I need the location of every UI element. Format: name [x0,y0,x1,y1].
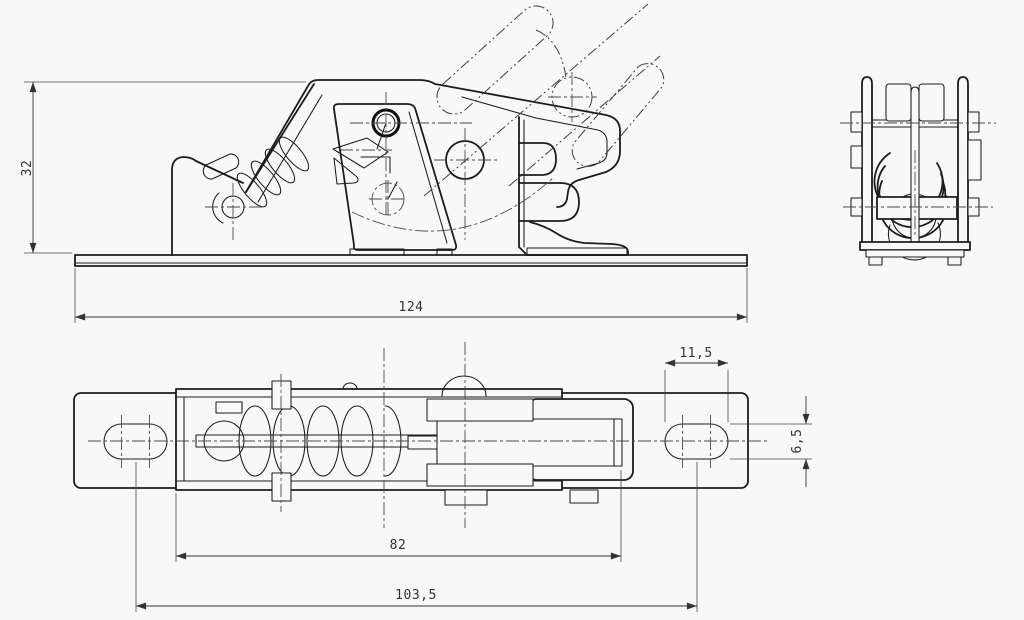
bracket-centerlines [340,92,472,215]
coil-turn [250,160,282,196]
pawl-wedge-lower [333,157,359,185]
spring-hook-end [202,153,240,180]
phantom-handle-grip [436,5,554,115]
spring-arm-edge [245,83,315,193]
post-boss-bump [342,382,358,390]
dimension-label-124: 124 [399,300,424,315]
side-view [74,3,748,267]
catch-body [518,116,629,256]
left-rail [861,76,873,248]
slot-arc-center-marks [121,415,711,468]
right-rail [957,76,969,248]
dimension-103-5: 103,5 [135,462,698,612]
mounting-slot-left [103,423,168,460]
end-view-centerlines [840,122,996,238]
pivot-radial-line [376,122,387,150]
coil-turn [236,172,268,208]
phantom-handle-finger [571,63,665,167]
side-tab [967,139,982,181]
handle-outline [245,79,621,208]
bracket-step [360,156,391,174]
extension-lines-82 [175,470,622,562]
pawl-wedge [332,137,389,169]
extension-lines-103-5 [135,462,698,612]
catch-upper-lobe [518,142,557,176]
phantom-open-position [351,3,665,232]
rivet-boss-bump [441,375,487,397]
lever-body-plan [436,418,623,467]
phantom-edge-line [508,55,661,187]
side-tab [850,111,863,133]
bracket-outline [332,103,458,251]
extension-lines-11-5 [664,370,729,422]
coil-inner-arc [887,222,941,261]
mounting-slot-right [664,423,729,460]
dimension-label-103-5: 103,5 [395,588,437,603]
pivot-boss-bottom [426,463,534,487]
bracket-inner-edge [408,111,448,244]
dimension-label-11-5: 11,5 [679,346,712,361]
coil-turn [264,148,296,184]
cross-pin-bottom [271,472,292,502]
phantom-arc [535,29,567,78]
rod-step [407,435,439,450]
dimensions: 32 124 11,5 6,5 82 103,5 [20,81,812,612]
bottom-tab [444,489,488,506]
phantom-edge-line [423,3,649,197]
side-tab [967,111,980,133]
dimension-82: 82 [175,470,622,562]
rivet-centerlines [434,128,498,240]
spring-assembly-side [171,136,310,256]
plan-centerlines [88,342,768,528]
centerlines-side [340,92,498,240]
cam-centerlines [369,180,407,218]
cross-pin-top [271,380,292,410]
extension-lines-6-5 [730,423,812,460]
latch-handle-closed [245,79,621,208]
catch-lower-lobe [518,182,580,222]
dimension-label-82: 82 [390,538,407,553]
end-base-upper [859,241,971,251]
top-block-right [918,83,945,122]
top-block-left [885,83,912,122]
end-base-lower [865,249,965,258]
dimension-6-5: 6,5 [730,396,812,487]
anchor-bracket-plan [215,401,243,414]
side-tab [850,145,863,169]
catch-keeper [518,116,629,256]
base-foot-pads [349,247,628,256]
spring-post [171,156,244,256]
cam-radial-line [387,181,398,200]
phantom-hole-centerlines [548,72,597,122]
dimension-124: 124 [74,268,748,323]
anchor-centerlines [205,183,262,243]
swing-arc [351,177,554,232]
anchor-sleeve-arc [212,192,224,224]
end-foot [947,256,962,266]
end-view [840,76,996,266]
base-plate-side [74,247,748,267]
dimension-label-6-5: 6,5 [790,429,805,454]
handle-nose-inner [461,96,608,170]
plan-view [73,342,768,528]
end-foot [868,256,883,266]
extension-lines-32 [24,81,306,254]
latch-bracket [245,83,458,251]
coil-turn [278,136,310,172]
base-plate-outline [74,254,748,267]
dimension-11-5: 11,5 [664,346,729,422]
dimension-32: 32 [20,81,306,254]
spring-rod [195,434,438,448]
pivot-boss-top [426,398,534,422]
handle-inner-slope [257,94,323,203]
bottom-tab-small [569,489,599,504]
dimension-label-32: 32 [20,160,35,177]
